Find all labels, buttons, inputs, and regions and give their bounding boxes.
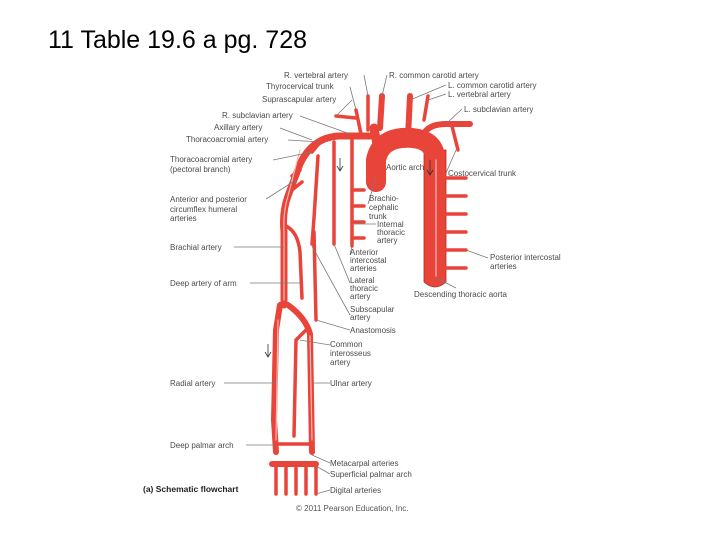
label-aortic-arch: Aortic arch — [386, 163, 424, 172]
label-common-interosseus-1: Common — [330, 340, 362, 349]
l-subclavian-artery — [419, 121, 473, 141]
label-thyrocervical-trunk: Thyrocervical trunk — [266, 82, 335, 91]
anastomosis-vessel — [312, 230, 318, 322]
radial-artery-vessel — [271, 302, 283, 455]
labels-left: R. vertebral artery Thyrocervical trunk … — [170, 71, 348, 450]
label-internal-thoracic-3: artery — [377, 236, 397, 245]
label-deep-artery-of-arm: Deep artery of arm — [170, 279, 237, 288]
label-suprascapular-artery: Suprascapular artery — [262, 95, 336, 104]
deep-artery-of-arm-vessel — [284, 224, 304, 300]
label-descending-thoracic-aorta: Descending thoracic aorta — [414, 290, 507, 299]
label-ulnar-artery: Ulnar artery — [330, 379, 372, 388]
thoracoacromial-artery — [310, 138, 324, 154]
labels-center: Brachio- cephalic trunk Internal thoraci… — [330, 194, 412, 495]
flow-arrows — [264, 158, 434, 358]
label-circumflex-1: Anterior and posterior — [170, 195, 247, 204]
label-brachiocephalic-2: cephalic — [369, 203, 398, 212]
label-lateral-thoracic-2: thoracic — [350, 284, 378, 293]
r-common-carotid-artery — [377, 93, 385, 131]
label-l-vertebral-artery: L. vertebral artery — [448, 90, 511, 99]
lumen-highlights — [275, 149, 437, 441]
artery-drawing — [264, 93, 473, 496]
label-anterior-intercostal-3: arteries — [350, 264, 377, 273]
label-radial-artery: Radial artery — [170, 379, 215, 388]
label-posterior-intercostal-2: arteries — [490, 262, 517, 271]
suprascapular-artery — [334, 114, 358, 120]
brachiocephalic-trunk — [369, 123, 383, 155]
copyright-notice: © 2011 Pearson Education, Inc. — [296, 504, 408, 513]
label-brachiocephalic-1: Brachio- — [369, 194, 399, 203]
label-anterior-intercostal-1: Anterior — [350, 248, 378, 257]
label-digital-arteries: Digital arteries — [330, 486, 381, 495]
label-r-common-carotid: R. common carotid artery — [389, 71, 479, 80]
label-common-interosseus-2: interosseus — [330, 349, 371, 358]
label-anastomosis: Anastomosis — [350, 326, 396, 335]
label-axillary-artery: Axillary artery — [214, 123, 262, 132]
label-r-vertebral-artery: R. vertebral artery — [284, 71, 348, 80]
anterior-intercostal-branches — [350, 188, 366, 240]
label-deep-palmar-arch: Deep palmar arch — [170, 441, 234, 450]
slide-title: 11 Table 19.6 a pg. 728 — [48, 26, 308, 54]
label-brachial-artery: Brachial artery — [170, 243, 222, 252]
costocervical-trunk — [450, 124, 460, 152]
label-posterior-intercostal-1: Posterior intercostal — [490, 253, 561, 262]
label-lateral-thoracic-3: artery — [350, 292, 370, 301]
labels-right: R. common carotid artery L. common carot… — [386, 71, 561, 299]
label-costocervical-trunk: Costocervical trunk — [448, 169, 517, 178]
label-l-common-carotid: L. common carotid artery — [448, 81, 536, 90]
label-l-subclavian-artery: L. subclavian artery — [464, 105, 533, 114]
label-internal-thoracic-1: Internal — [377, 220, 404, 229]
thyrocervical-trunk — [354, 108, 363, 136]
label-superficial-palmar-arch: Superficial palmar arch — [330, 470, 412, 479]
leader-lines — [224, 74, 489, 495]
label-thoracoacromial-artery: Thoracoacromial artery — [186, 135, 268, 144]
label-internal-thoracic-2: thoracic — [377, 228, 405, 237]
label-metacarpal-arteries: Metacarpal arteries — [330, 459, 398, 468]
label-subscapular-2: artery — [350, 313, 370, 322]
ulnar-artery-vessel — [285, 302, 315, 455]
posterior-intercostal-branches — [444, 176, 468, 270]
metacarpal-digital-arteries — [274, 462, 318, 496]
label-thoracoacromial-pectoral-1: Thoracoacromial artery — [170, 155, 252, 164]
label-subscapular-1: Subscapular — [350, 305, 395, 314]
l-common-carotid-artery — [405, 93, 413, 139]
label-circumflex-2: circumflex humeral — [170, 205, 237, 214]
aortic-arch — [366, 127, 445, 192]
label-circumflex-3: arteries — [170, 214, 197, 223]
label-lateral-thoracic-1: Lateral — [350, 276, 375, 285]
common-interosseus-vessel — [292, 328, 308, 438]
label-brachiocephalic-3: trunk — [369, 212, 388, 221]
label-thoracoacromial-pectoral-2: (pectoral branch) — [170, 165, 231, 174]
label-anterior-intercostal-2: intercostal — [350, 256, 387, 265]
figure-caption: (a) Schematic flowchart — [143, 484, 239, 494]
label-r-subclavian-artery: R. subclavian artery — [222, 111, 293, 120]
label-common-interosseus-3: artery — [330, 358, 350, 367]
l-vertebral-artery — [422, 94, 430, 122]
